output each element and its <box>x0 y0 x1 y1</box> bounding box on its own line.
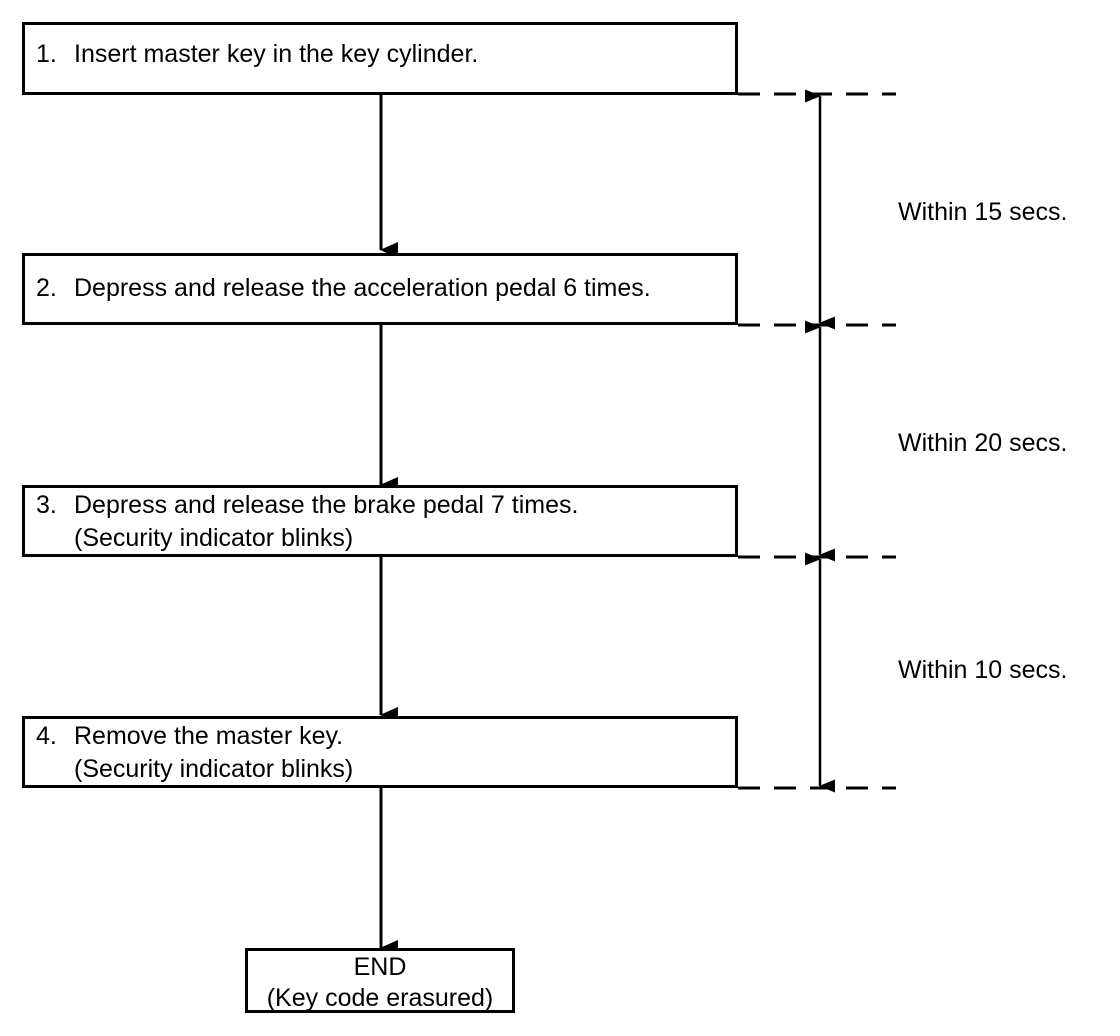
step-2-line1: Depress and release the acceleration ped… <box>74 274 651 302</box>
step-1-text: 1. Insert master key in the key cylinder. <box>36 38 478 71</box>
step-4-number: 4. <box>36 722 57 750</box>
timing-label-3: Within 10 secs. <box>898 656 1068 684</box>
end-node: END (Key code erasured) <box>245 948 515 1013</box>
step-box-4 <box>22 716 738 788</box>
end-node-subtitle: (Key code erasured) <box>266 984 494 1012</box>
step-2-number: 2. <box>36 274 57 302</box>
timing-label-2: Within 20 secs. <box>898 429 1068 457</box>
step-4-text: 4. Remove the master key. <box>36 720 343 753</box>
end-node-title: END <box>353 953 407 981</box>
step-1-line1: Insert master key in the key cylinder. <box>74 40 479 68</box>
step-box-1 <box>22 22 738 95</box>
step-3-text: 3. Depress and release the brake pedal 7 … <box>36 489 578 522</box>
step-1-number: 1. <box>36 40 57 68</box>
step-3-subtext: (Security indicator blinks) <box>74 524 354 552</box>
step-box-3 <box>22 485 738 557</box>
step-4-subtext: (Security indicator blinks) <box>74 755 354 783</box>
step-4-line1: Remove the master key. <box>74 722 344 750</box>
step-3-number: 3. <box>36 491 57 519</box>
timing-label-1: Within 15 secs. <box>898 198 1068 226</box>
step-2-text: 2. Depress and release the acceleration p… <box>36 272 651 305</box>
step-box-2 <box>22 253 738 325</box>
step-3-line1: Depress and release the brake pedal 7 ti… <box>74 491 579 519</box>
